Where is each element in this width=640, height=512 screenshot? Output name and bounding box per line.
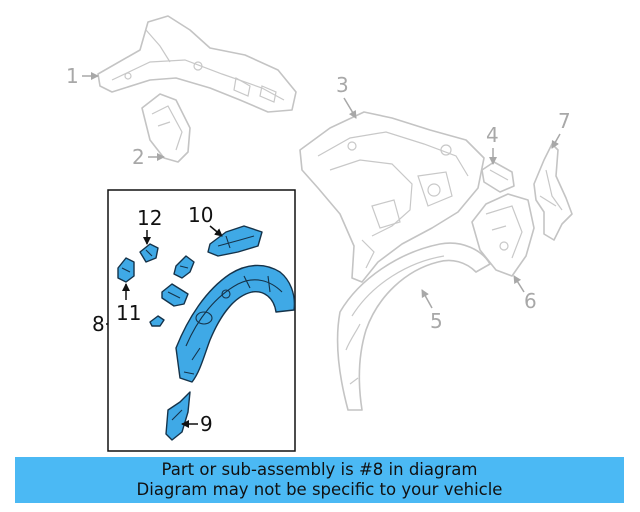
callout-10: 10	[188, 203, 213, 227]
leader-7	[551, 133, 561, 149]
callout-3: 3	[336, 73, 349, 97]
leader-10	[209, 225, 223, 237]
leader-6	[513, 275, 525, 293]
leader-5	[421, 289, 433, 309]
info-banner: Part or sub-assembly is #8 in diagram Di…	[15, 457, 624, 503]
part-plate	[161, 283, 189, 307]
parts-diagram: 1 2 3 4 5 6 7 8 10 12 11	[66, 15, 573, 452]
callout-4: 4	[486, 123, 499, 147]
part-9	[165, 391, 191, 441]
callout-2: 2	[132, 145, 145, 169]
banner-line-1: Part or sub-assembly is #8 in diagram	[161, 460, 478, 479]
leader-3	[343, 97, 357, 119]
ghost-part-3	[299, 111, 485, 283]
part-8-wheelhouse	[175, 264, 296, 383]
callout-9: 9	[200, 412, 213, 436]
ghost-part-4	[481, 161, 515, 193]
part-clip	[149, 315, 165, 327]
part-10	[207, 225, 263, 257]
callout-5: 5	[430, 309, 443, 333]
callout-7: 7	[558, 109, 571, 133]
callout-11: 11	[116, 301, 141, 325]
callout-6: 6	[524, 289, 537, 313]
part-11	[117, 257, 135, 283]
part-bracket-small	[173, 255, 195, 279]
callout-1: 1	[66, 64, 79, 88]
callout-8: 8	[92, 312, 105, 336]
ghost-part-2	[141, 93, 191, 163]
ghost-part-5	[336, 242, 491, 411]
callout-12: 12	[137, 206, 162, 230]
assembly-8-box	[107, 189, 296, 452]
ghost-part-1	[97, 15, 297, 113]
ghost-part-6	[471, 193, 535, 277]
part-12	[139, 243, 159, 263]
banner-line-2: Diagram may not be specific to your vehi…	[136, 480, 503, 499]
ghost-part-7	[533, 143, 573, 241]
